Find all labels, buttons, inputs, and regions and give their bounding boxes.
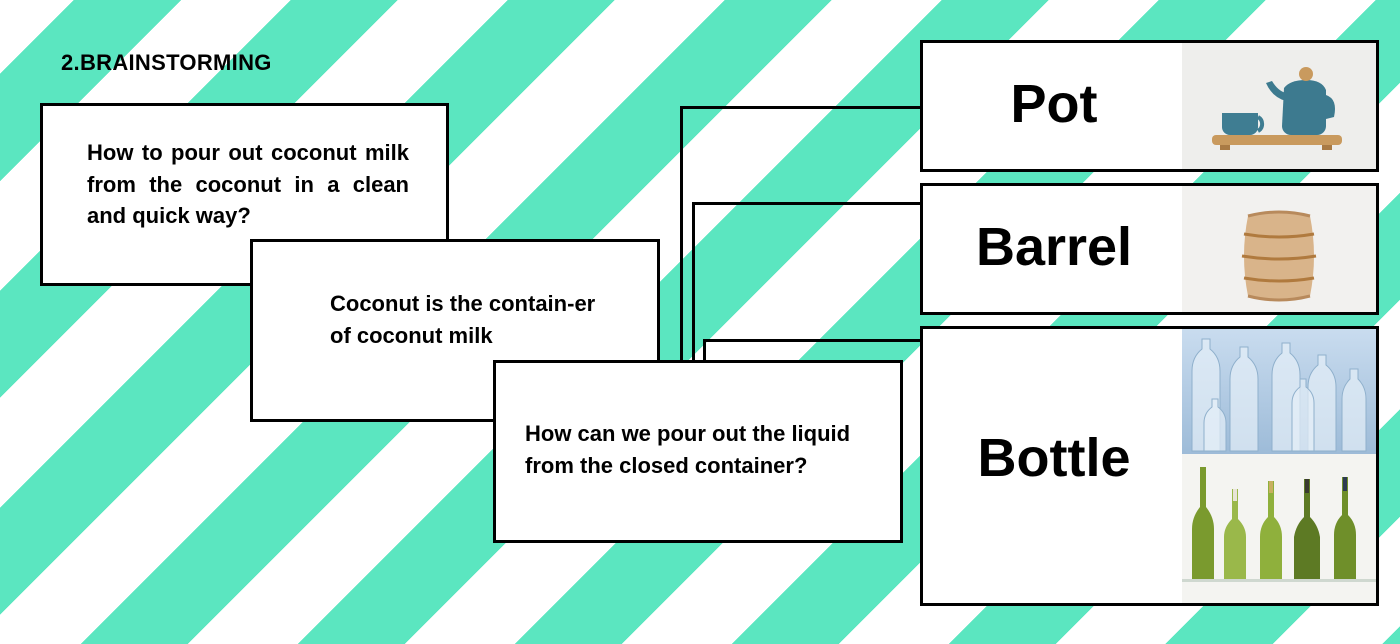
page-title: 2.BRAINSTORMING	[61, 50, 272, 75]
connector-pot-h	[680, 106, 922, 109]
connector-barrel	[692, 202, 695, 362]
connector-bottle	[703, 339, 706, 362]
teapot-image	[1182, 43, 1376, 169]
question-card-1: How to pour out coconut milk from the co…	[40, 103, 449, 286]
bottles-image	[1182, 329, 1376, 603]
connector-pot	[680, 106, 683, 362]
connector-barrel-h	[692, 202, 922, 205]
connector-bottle-h	[703, 339, 922, 342]
option-label: Pot	[1010, 74, 1098, 134]
question-text: How to pour out coconut milk from the co…	[87, 140, 409, 228]
option-label: Barrel	[975, 217, 1133, 277]
question-text: How can we pour out the liquid from the …	[525, 421, 851, 478]
option-label: Bottle	[977, 428, 1131, 488]
barrel-image	[1182, 186, 1376, 312]
option-card-bottle: Bottle	[920, 326, 1379, 606]
option-card-barrel: Barrel	[920, 183, 1379, 315]
option-card-pot: Pot	[920, 40, 1379, 172]
question-text: Coconut is the contain-er of coconut mil…	[330, 291, 596, 348]
question-card-3: How can we pour out the liquid from the …	[493, 360, 903, 543]
